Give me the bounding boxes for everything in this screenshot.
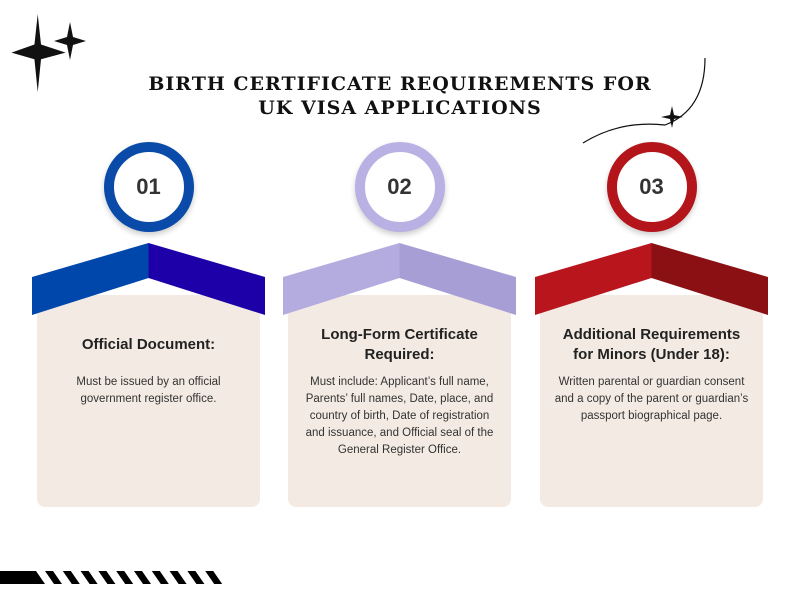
step-heading: Official Document: xyxy=(37,322,260,368)
roof-banner xyxy=(283,243,516,315)
stripe xyxy=(187,571,205,584)
stripe xyxy=(169,571,187,584)
step-heading: Additional Requirements for Minors (Unde… xyxy=(540,322,763,368)
step-number-badge: 02 xyxy=(354,142,445,232)
roof-banner xyxy=(535,243,768,315)
roof-banner xyxy=(32,243,265,315)
stripe xyxy=(98,571,116,584)
step-heading-text: Additional Requirements for Minors (Unde… xyxy=(562,326,741,363)
step-number: 02 xyxy=(387,174,412,199)
step-description: Must include: Applicant’s full name, Par… xyxy=(305,376,494,456)
sparkle-small-icon xyxy=(661,106,683,128)
step-number: 01 xyxy=(136,174,161,199)
step-description: Written parental or guardian consent and… xyxy=(554,376,749,422)
swoosh-line xyxy=(582,57,706,144)
stripe xyxy=(45,571,62,584)
stripe xyxy=(62,571,80,584)
title-line-1: BIRTH CERTIFICATE REQUIREMENTS FOR xyxy=(148,73,652,95)
step-card-02 xyxy=(288,295,511,507)
sparkle-icon xyxy=(11,14,86,93)
stripe xyxy=(80,571,98,584)
step-description: Must be issued by an official government… xyxy=(76,376,221,405)
step-card-03 xyxy=(540,295,763,507)
stripe xyxy=(116,571,134,584)
step-number: 03 xyxy=(639,174,664,199)
step-number-badge: 03 xyxy=(606,142,697,232)
step-heading-text: Long-Form Certificate Required: xyxy=(321,326,478,363)
stripe xyxy=(205,571,223,584)
stripe xyxy=(151,571,169,584)
step-heading: Long-Form Certificate Required: xyxy=(288,322,511,368)
step-number-badge: 01 xyxy=(103,142,194,232)
step-card-01 xyxy=(37,295,260,507)
page-title: BIRTH CERTIFICATE REQUIREMENTS FOR UK VI… xyxy=(0,72,800,120)
stripe xyxy=(134,571,151,584)
step-heading-text: Official Document: xyxy=(81,336,216,353)
stripe-bar xyxy=(0,571,223,584)
title-line-2: UK VISA APPLICATIONS xyxy=(258,97,542,119)
